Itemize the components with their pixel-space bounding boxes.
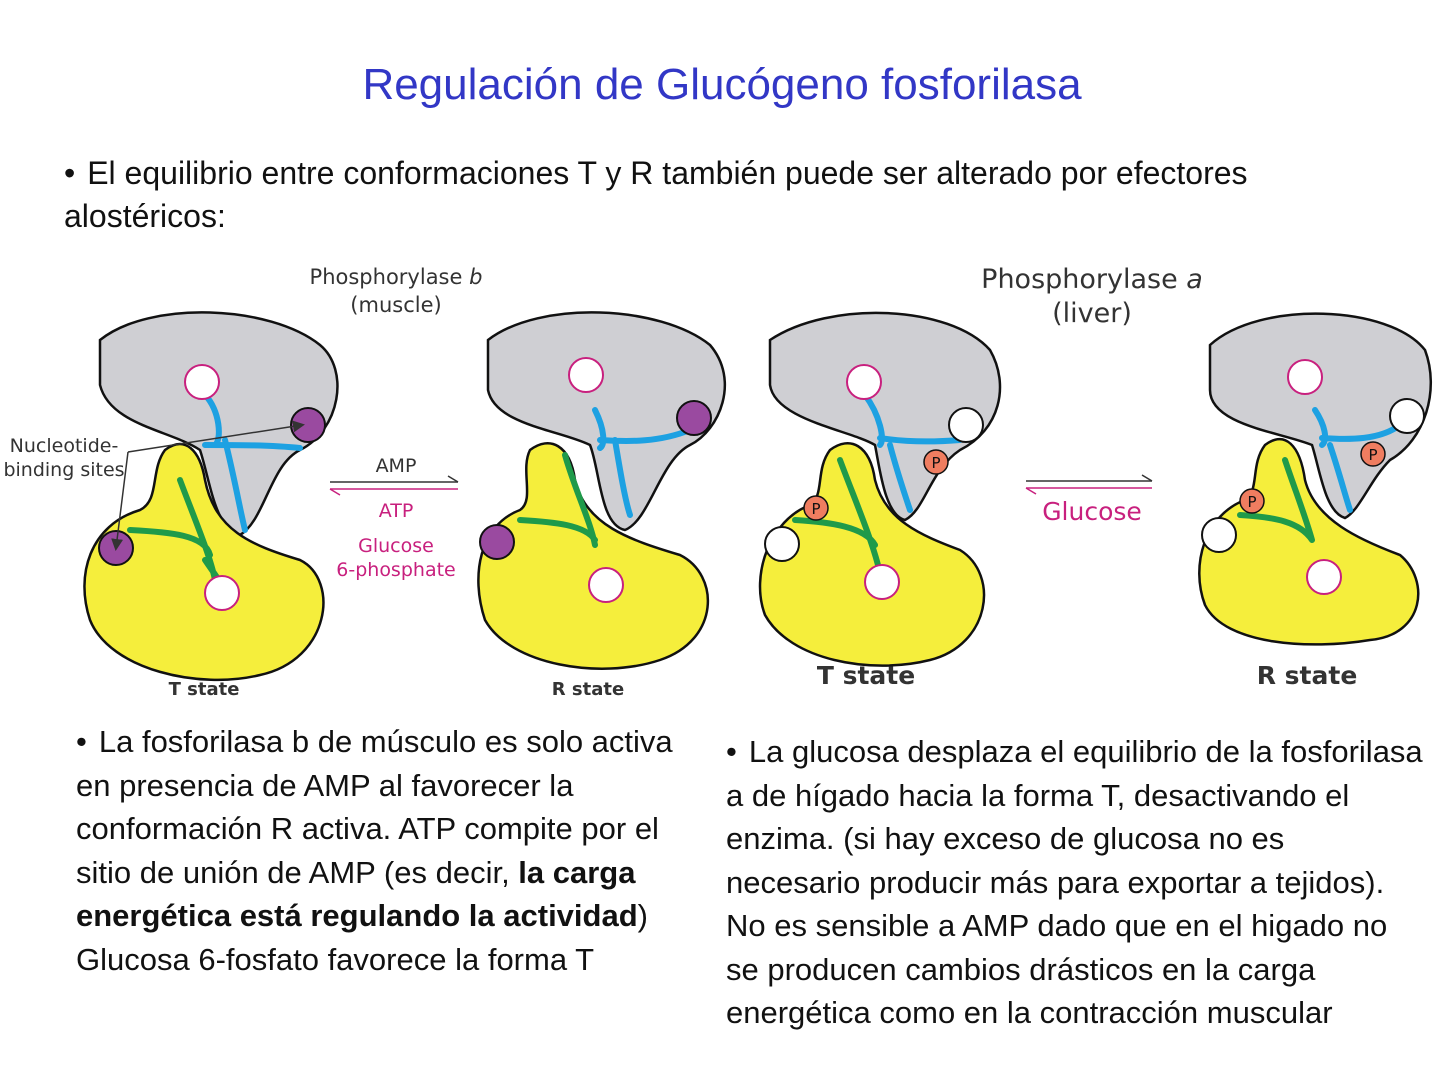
nucleotide-label: binding sites [3, 459, 124, 481]
phosphorylase-diagram: P P P P Phosphorylase b (muscle) Phospho… [3, 264, 1433, 700]
g6p-label: Glucose [358, 535, 434, 557]
g6p-label: 6-phosphate [336, 559, 455, 581]
phosphate-label: P [931, 454, 940, 472]
phosphate-group [1239, 488, 1265, 514]
pointer-line [127, 420, 305, 453]
nucleotide-site-purple [479, 524, 515, 560]
muscle-text-part2: ) Glucosa 6-fosfato favorece la forma T [76, 898, 648, 977]
liver-subtitle: (liver) [1052, 298, 1132, 329]
catalytic-site-open [588, 567, 624, 603]
muscle-text-part1: La fosforilasa b de músculo es solo acti… [76, 724, 673, 890]
slide-title: Regulación de Glucógeno fosforilasa [362, 60, 1082, 109]
phosphate-label: P [1368, 446, 1377, 464]
liver-text: La glucosa desplaza el equilibrio de la … [726, 734, 1423, 1030]
muscle-explanation: •La fosforilasa b de músculo es solo act… [76, 720, 706, 981]
t-state-label: T state [169, 679, 240, 700]
equilibrium-arrows-liver [1025, 474, 1153, 495]
blue-helix [592, 407, 693, 518]
muscle-r-state [477, 311, 727, 670]
bullet-glyph: • [726, 734, 737, 769]
phosphate-label: P [1247, 493, 1256, 511]
blue-helix [202, 392, 303, 533]
nucleotide-site-empty [948, 407, 984, 443]
blue-helix [862, 392, 963, 513]
intro-text: El equilibrio entre conformaciones T y R… [64, 155, 1248, 234]
pointer-line [111, 451, 129, 551]
nucleotide-site-purple [290, 407, 326, 443]
muscle-text-bold: la carga energética está regulando la ac… [76, 854, 638, 934]
nucleotide-site-purple [676, 400, 712, 436]
phosphate-group [803, 495, 829, 521]
catalytic-site-open [568, 357, 604, 393]
muscle-title: Phosphorylase b [310, 265, 483, 289]
r-state-label: R state [552, 679, 624, 700]
yellow-subunit [477, 442, 710, 670]
r-state-label: R state [1257, 661, 1358, 690]
phosphate-group [1360, 441, 1386, 467]
amp-label: AMP [376, 455, 417, 477]
catalytic-site-open [184, 364, 220, 400]
nucleotide-site-empty [1389, 398, 1425, 434]
gray-subunit [486, 311, 727, 532]
catalytic-site-open [846, 364, 882, 400]
nucleotide-site-empty [1201, 517, 1237, 553]
bullet-glyph: • [76, 724, 87, 759]
liver-r-state: P P [1198, 312, 1433, 646]
blue-helix [1312, 407, 1403, 513]
liver-explanation: •La glucosa desplaza el equilibrio de la… [726, 730, 1426, 1035]
catalytic-site-open [1306, 559, 1342, 595]
liver-t-state: P P [758, 311, 1002, 667]
green-helix [517, 452, 598, 548]
t-state-label: T state [817, 661, 915, 690]
phosphate-label: P [811, 500, 820, 518]
atp-label: ATP [379, 500, 414, 522]
glucose-label: Glucose [1042, 497, 1142, 526]
catalytic-site-open [864, 564, 900, 600]
catalytic-site-open [204, 575, 240, 611]
equilibrium-arrows-muscle [329, 475, 459, 496]
muscle-subtitle: (muscle) [350, 293, 441, 317]
phosphate-group [923, 449, 949, 475]
green-helix [1237, 457, 1315, 543]
nucleotide-site-empty [764, 526, 800, 562]
muscle-t-state [83, 311, 339, 682]
green-helix [792, 457, 881, 568]
bullet-glyph: • [64, 155, 76, 191]
nucleotide-label: Nucleotide- [10, 435, 119, 457]
liver-title: Phosphorylase a [981, 264, 1203, 295]
intro-bullet: •El equilibrio entre conformaciones T y … [64, 152, 1364, 238]
catalytic-site-open [1287, 359, 1323, 395]
